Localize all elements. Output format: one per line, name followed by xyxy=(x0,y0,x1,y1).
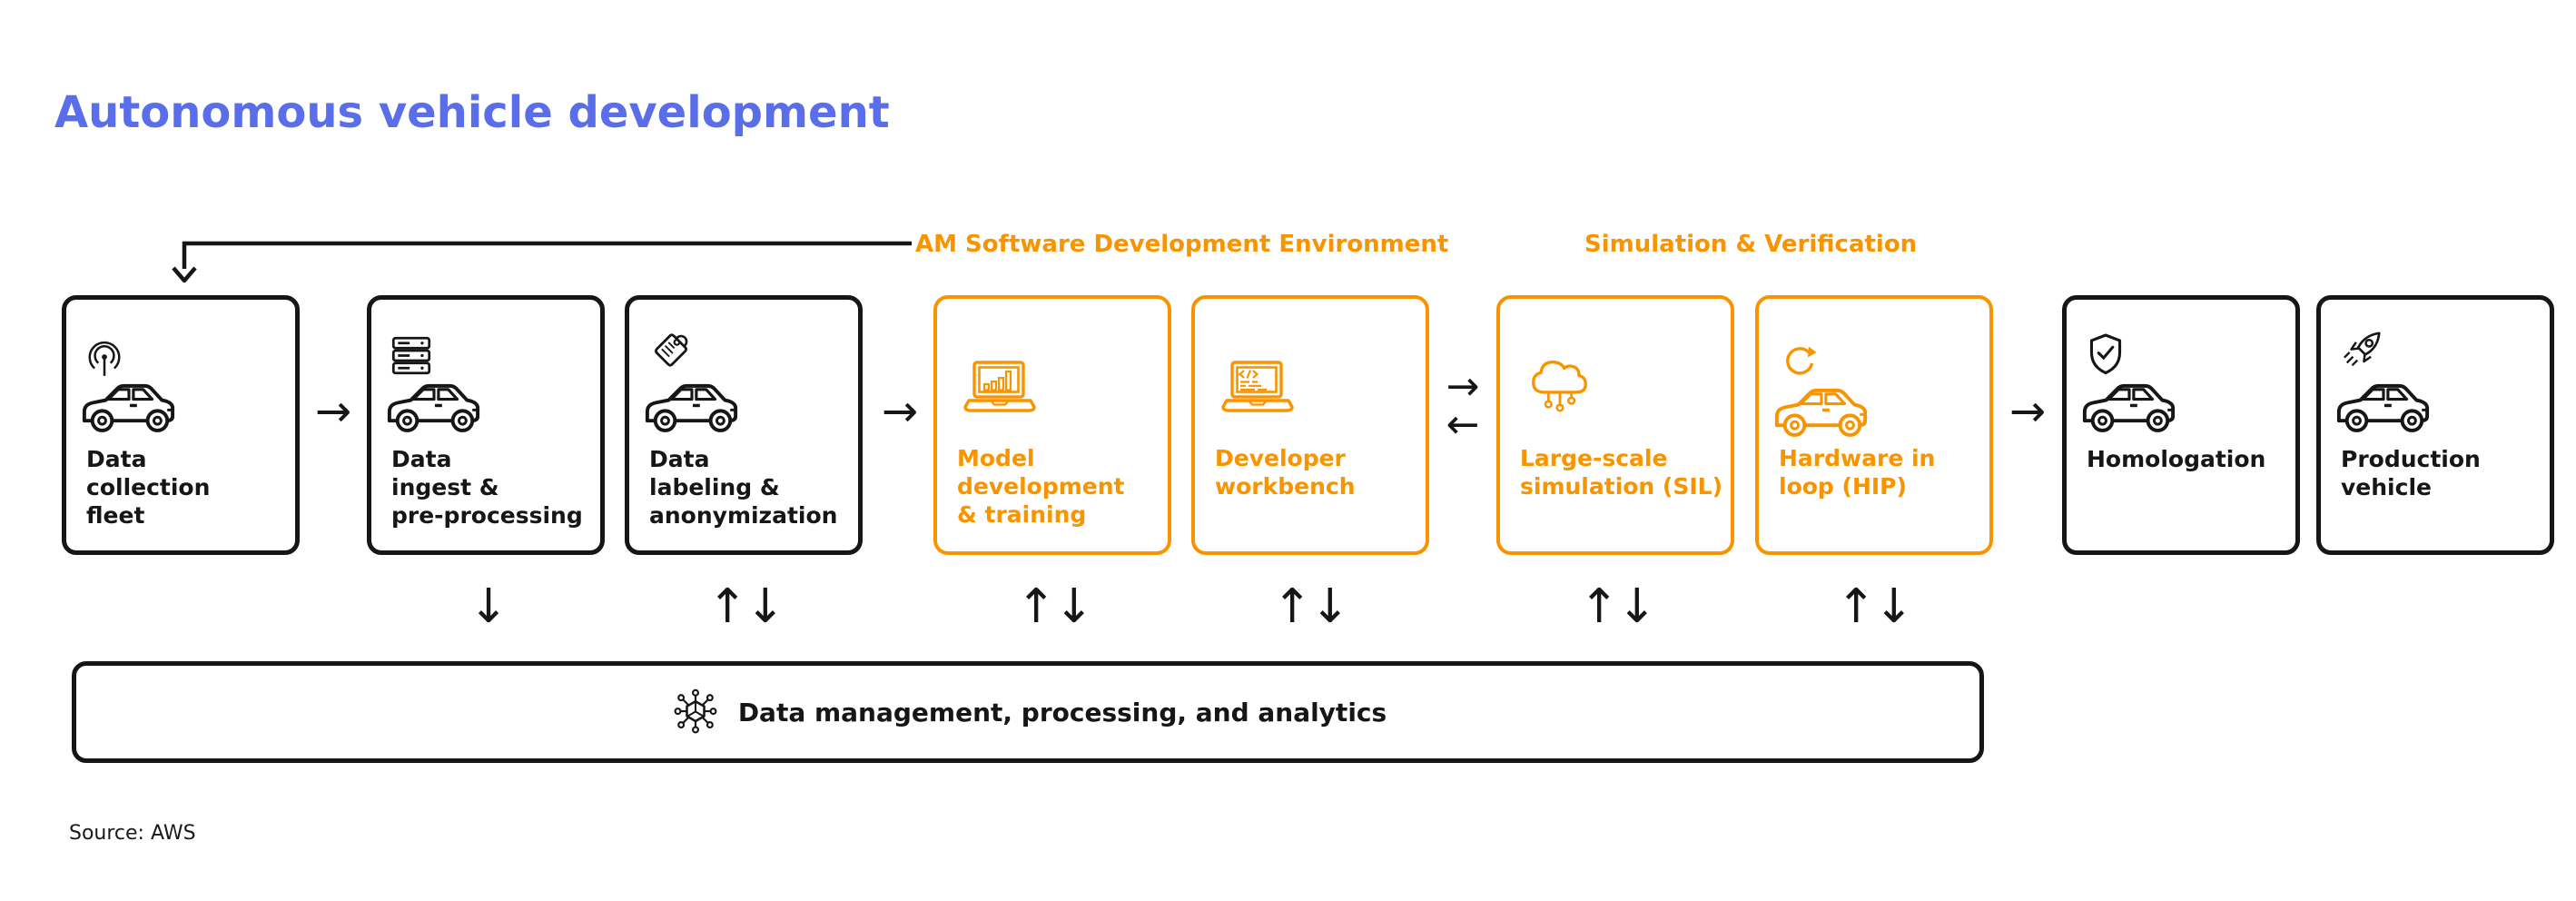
laptop-chart-icon xyxy=(961,361,1039,415)
section-label-simulation-verification: Simulation & Verification xyxy=(1584,231,1918,258)
rocket-icon xyxy=(2341,329,2384,372)
arrow-updown-simulation-bar: ↑↓ xyxy=(1579,579,1656,634)
network-hub-icon xyxy=(669,686,722,738)
page-title: Autonomous vehicle development xyxy=(54,87,890,138)
laptop-code-icon xyxy=(1219,361,1297,415)
arrow-updown-labeling-bar: ↑↓ xyxy=(707,579,785,634)
data-management-bar: Data management, processing, and analyti… xyxy=(72,661,1984,763)
stage-label: Data labeling & anonymization xyxy=(649,446,838,529)
stage-label: Hardware in loop (HIP) xyxy=(1779,445,1936,500)
broadcast-icon xyxy=(86,336,123,378)
arrow-right-5-6: → xyxy=(1446,363,1480,410)
section-label-software-dev-env: AM Software Development Environment xyxy=(915,231,1449,258)
car-icon xyxy=(383,374,483,433)
stage-box-data-collection-fleet: Data collection fleet xyxy=(62,295,300,555)
arrow-left-6-5: ← xyxy=(1446,401,1480,448)
stage-label: Data ingest & pre-processing xyxy=(391,446,583,529)
arrow-right-7-8: → xyxy=(2008,386,2047,437)
cloud-iot-icon xyxy=(1524,351,1594,422)
stage-label: Production vehicle xyxy=(2341,446,2481,500)
stage-label: Developer workbench xyxy=(1215,445,1356,500)
arrow-down-ingest-to-bar: ↓ xyxy=(469,579,508,634)
stage-box-homologation: Homologation xyxy=(2062,295,2300,555)
stage-box-hardware-in-loop: Hardware in loop (HIP) xyxy=(1755,295,1993,555)
stage-box-production-vehicle: Production vehicle xyxy=(2316,295,2554,555)
stage-label: Large-scale simulation (SIL) xyxy=(1520,445,1723,500)
tag-icon xyxy=(649,331,693,374)
arrow-updown-workbench-bar: ↑↓ xyxy=(1272,579,1349,634)
stage-label: Data collection fleet xyxy=(86,446,211,529)
shield-check-icon xyxy=(2087,332,2125,376)
stage-label: Model development & training xyxy=(957,445,1125,528)
arrow-updown-model-bar: ↑↓ xyxy=(1016,579,1093,634)
arrow-right-3-4: → xyxy=(881,386,919,437)
source-note: Source: AWS xyxy=(69,822,196,845)
servers-icon xyxy=(391,336,431,376)
car-icon xyxy=(2078,374,2178,433)
car-icon xyxy=(78,374,178,433)
car-icon xyxy=(1771,379,1870,438)
stage-box-model-development: Model development & training xyxy=(933,295,1171,555)
stage-box-data-ingest: Data ingest & pre-processing xyxy=(367,295,605,555)
arrow-right-1-2: → xyxy=(314,386,352,437)
car-icon xyxy=(641,374,741,433)
stage-box-data-labeling: Data labeling & anonymization xyxy=(625,295,863,555)
arrow-updown-hil-bar: ↑↓ xyxy=(1836,579,1913,634)
stage-box-developer-workbench: Developer workbench xyxy=(1191,295,1429,555)
data-bar-label: Data management, processing, and analyti… xyxy=(737,697,1387,728)
stage-label: Homologation xyxy=(2087,446,2266,472)
refresh-icon xyxy=(1781,344,1817,381)
car-icon xyxy=(2333,374,2433,433)
stage-box-large-scale-simulation: Large-scale simulation (SIL) xyxy=(1496,295,1734,555)
